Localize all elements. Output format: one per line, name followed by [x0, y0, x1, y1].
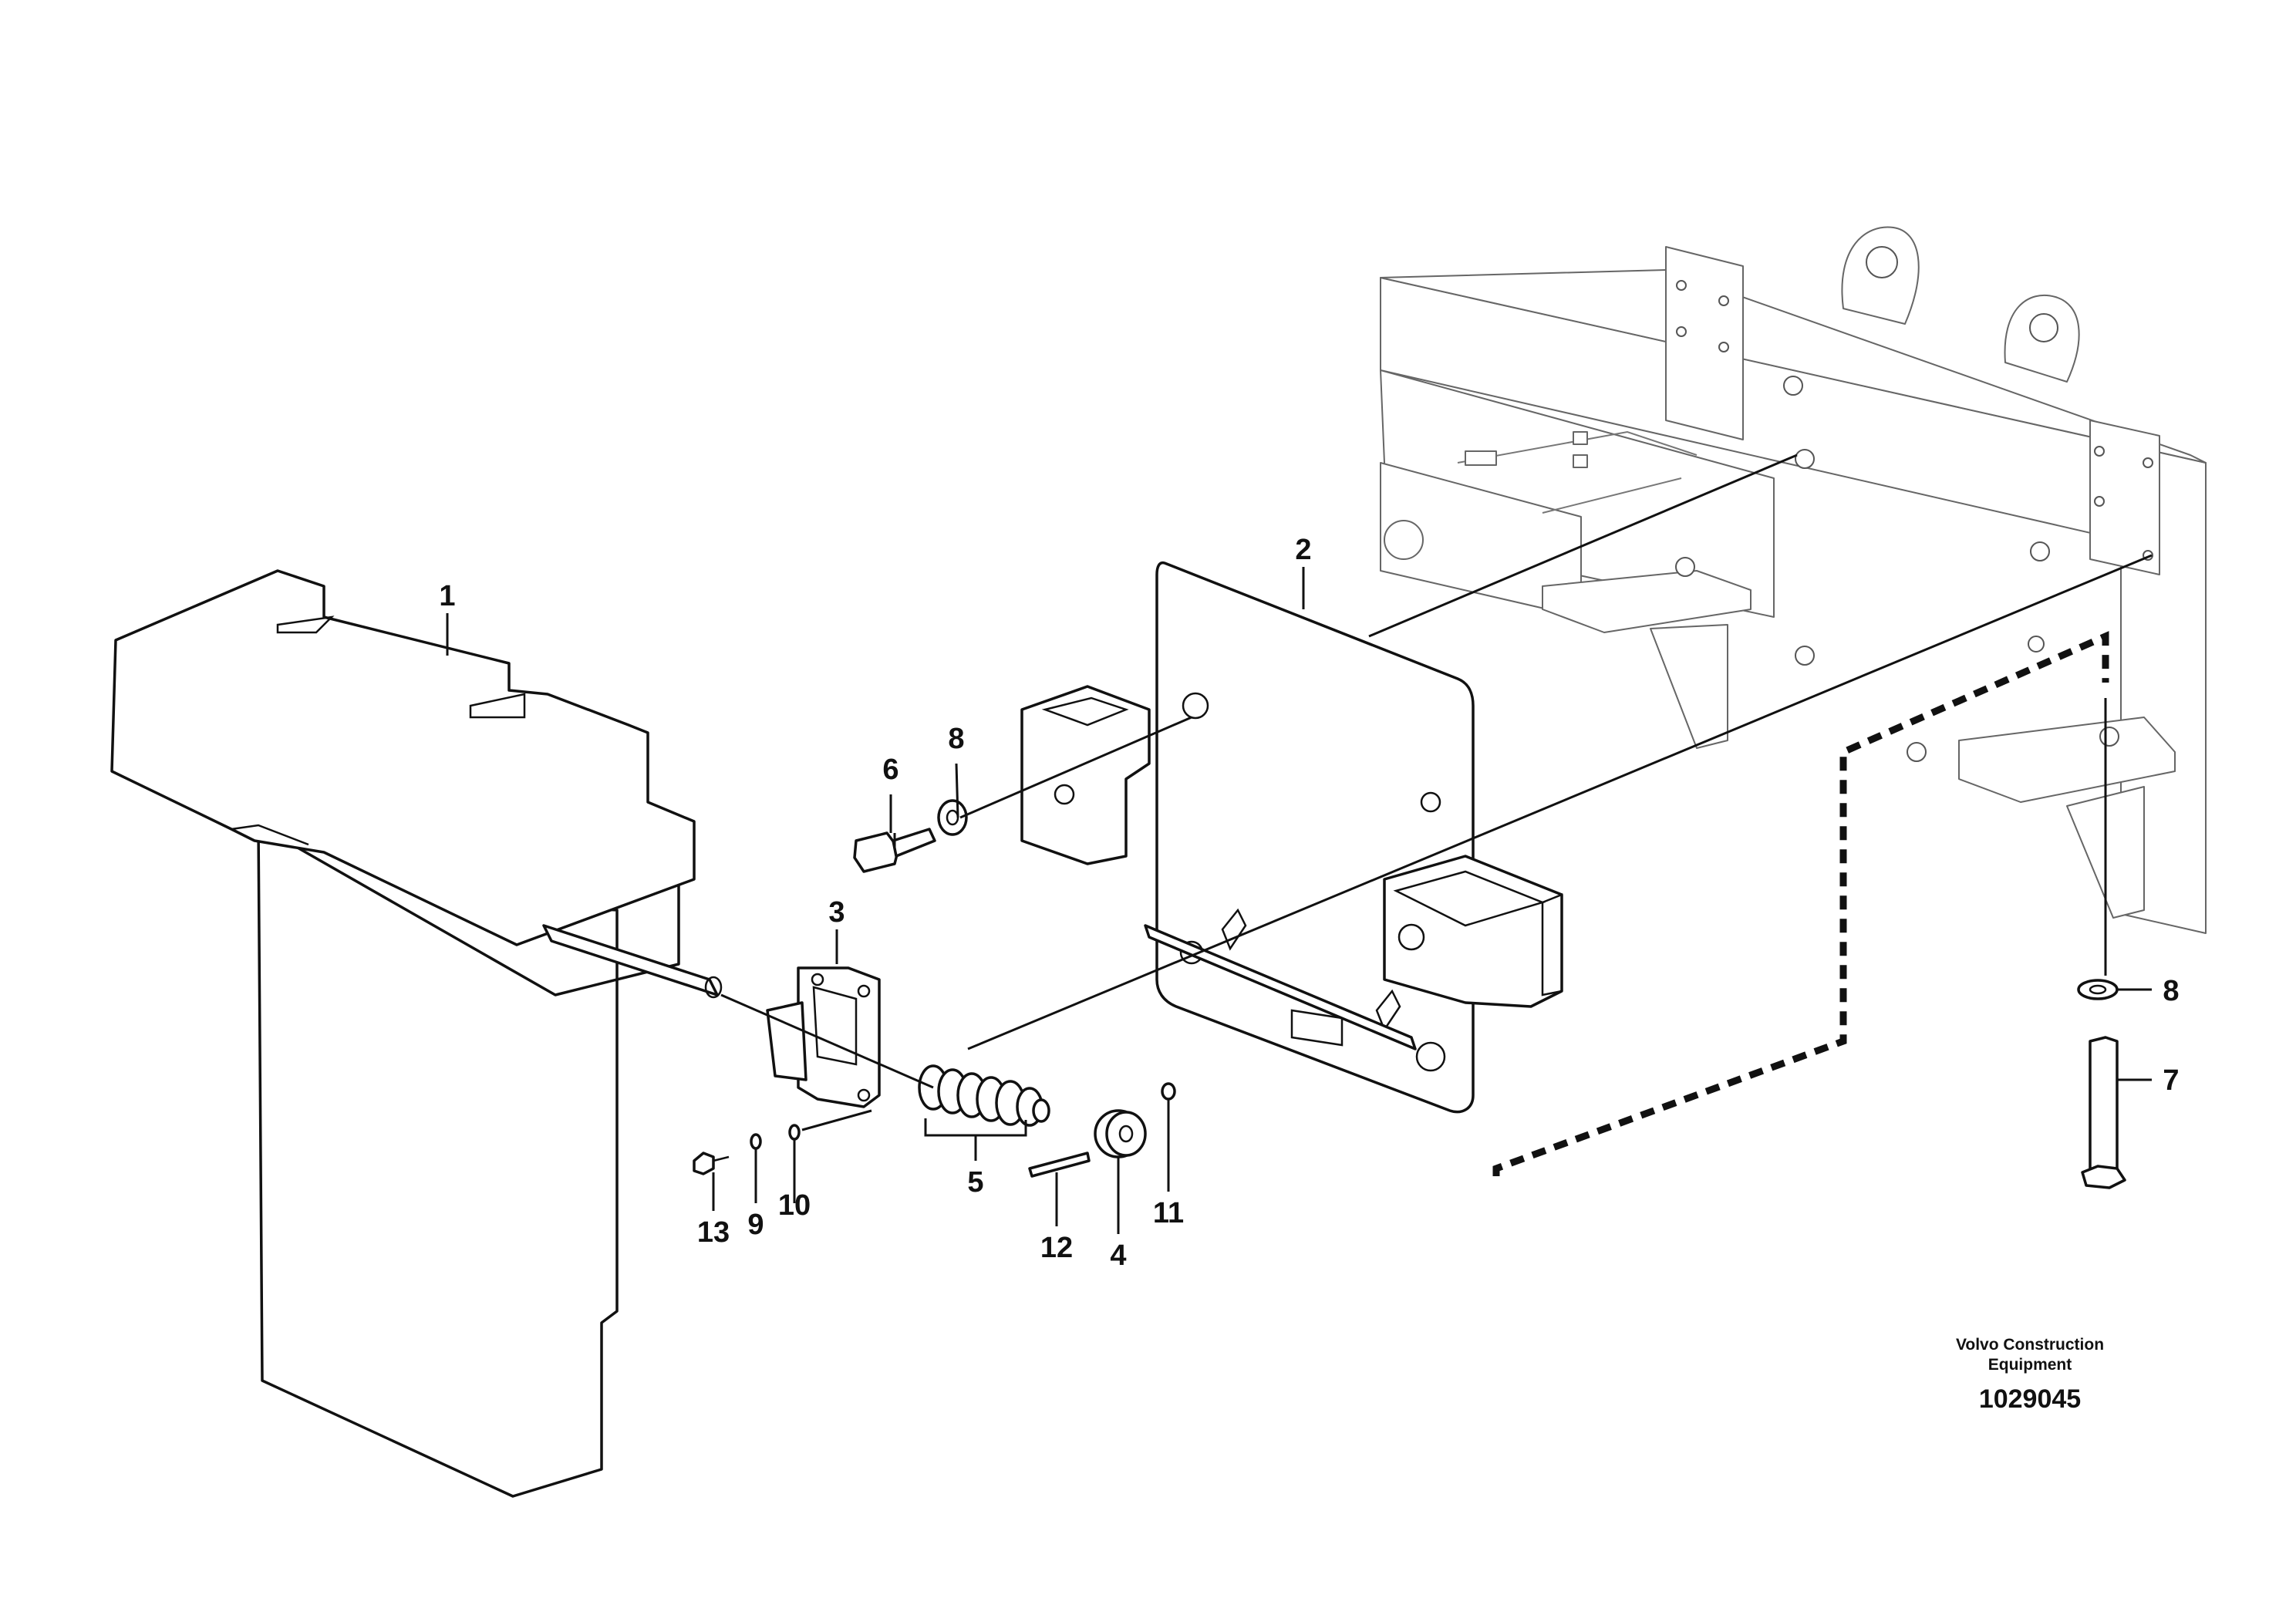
callout-11: 11	[1153, 1197, 1184, 1229]
spring-part-5	[918, 1064, 1050, 1127]
callout-12: 12	[1040, 1232, 1073, 1264]
callout-4: 4	[1110, 1239, 1126, 1272]
callout-10: 10	[778, 1189, 811, 1222]
counterweight-part-1	[110, 569, 723, 1498]
publisher-line-1: Volvo Construction	[1956, 1336, 2104, 1354]
screw-part-11	[1161, 1082, 1176, 1101]
washer-part-8-right	[2077, 979, 2119, 1000]
callout-8-top: 8	[948, 723, 964, 755]
washer-part-9	[750, 1133, 762, 1150]
publisher-block: Volvo Construction Equipment 1029045	[1956, 1336, 2104, 1414]
callout-1: 1	[439, 580, 455, 612]
callout-labels: 1 2 3 4 5 6 7 8 8 9 10 11 12 13	[439, 534, 2179, 1272]
washer-part-10	[788, 1124, 801, 1141]
callout-9: 9	[747, 1209, 764, 1241]
assembly-lines	[446, 454, 2153, 1234]
callout-6: 6	[882, 754, 899, 786]
callout-2: 2	[1295, 534, 1311, 566]
bushing-part-4	[1094, 1109, 1147, 1158]
bolt-part-6	[853, 828, 936, 873]
illustration-number: 1029045	[1979, 1384, 2081, 1414]
callout-13: 13	[697, 1216, 730, 1249]
screw-part-12	[1028, 1152, 1091, 1178]
dashed-connector-line	[1492, 631, 2109, 1176]
screw-part-13	[693, 1152, 715, 1175]
callout-8-right: 8	[2163, 975, 2179, 1007]
small-hardware	[693, 1082, 1176, 1178]
plate-part-2	[1020, 561, 1563, 1114]
latch-part-3	[766, 966, 881, 1108]
callout-3: 3	[828, 896, 845, 929]
bolt-part-7	[2081, 1036, 2126, 1189]
callout-5: 5	[967, 1166, 983, 1199]
publisher-line-2: Equipment	[1988, 1356, 2072, 1374]
frame-assembly	[1380, 226, 2207, 934]
callout-7: 7	[2163, 1064, 2179, 1097]
washer-part-8-top	[937, 799, 968, 836]
